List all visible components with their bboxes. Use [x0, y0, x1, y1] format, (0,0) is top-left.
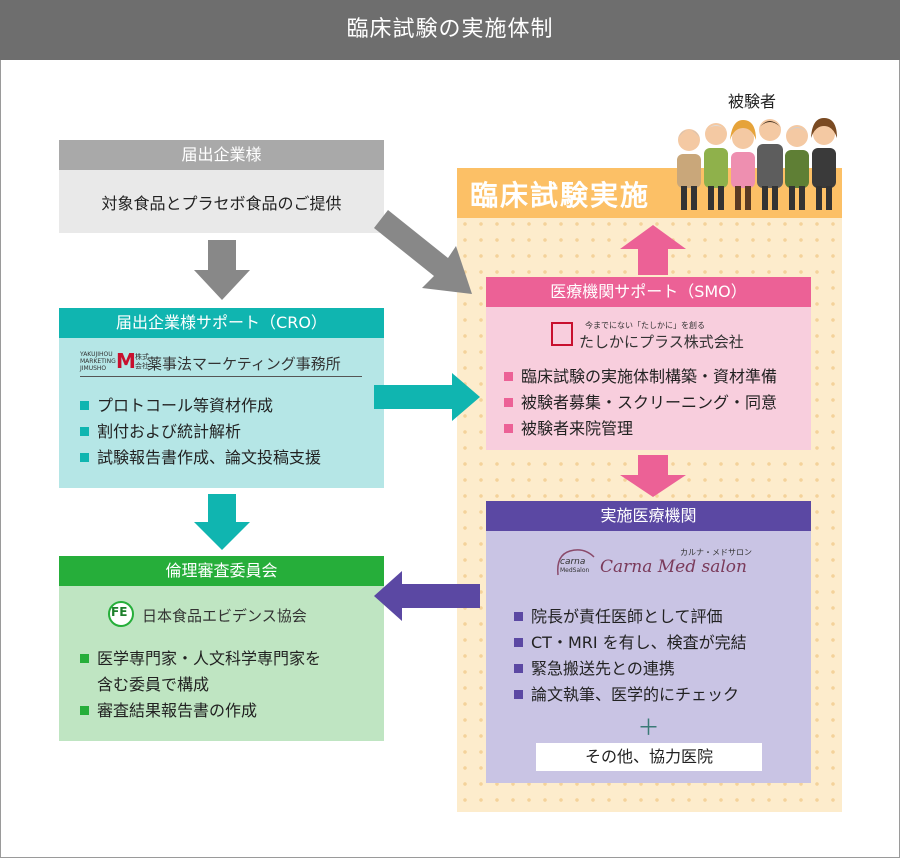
site-header: 実施医療機関	[486, 501, 811, 531]
cro-header: 届出企業様サポート（CRO）	[59, 308, 384, 338]
person-3	[730, 120, 756, 210]
site-item: 論文執筆、医学的にチェック	[514, 682, 747, 708]
site-logo-kana: カルナ・メドサロン	[680, 548, 752, 557]
site-logo-small-2: MedSalon	[560, 567, 590, 574]
bullet-square-icon	[80, 427, 89, 436]
site-other-clinics: その他、協力医院	[536, 743, 762, 771]
smo-body	[486, 307, 811, 450]
page-title: 臨床試験の実施体制	[0, 0, 900, 60]
cro-logo-kaisha-1: 株式	[135, 353, 149, 361]
cro-logo-small-1: YAKUJIHOU	[80, 351, 113, 358]
cro-item: プロトコール等資材作成	[80, 393, 321, 419]
smo-item: 被験者募集・スクリーニング・同意	[504, 390, 777, 416]
cro-logo-small-2: MARKETING	[80, 358, 116, 365]
cro-item: 割付および統計解析	[80, 419, 321, 445]
bullet-square-icon	[80, 401, 89, 410]
ethics-item: 含む委員で構成	[80, 672, 321, 698]
bullet-square-icon	[504, 398, 513, 407]
bullet-square-icon	[80, 706, 89, 715]
bullet-square-icon	[514, 664, 523, 673]
cro-logo-kaisha-2: 会社	[135, 362, 149, 370]
smo-logo-tagline: 今までにない「たしかに」を創る	[585, 321, 705, 330]
sponsor-body	[59, 170, 384, 233]
bullet-square-icon	[514, 638, 523, 647]
subjects-label: 被験者	[728, 92, 777, 111]
cro-list: プロトコール等資材作成 割付および統計解析 試験報告書作成、論文投稿支援	[80, 393, 321, 471]
site-logo-swirl-icon	[557, 549, 595, 576]
cro-logo-mark: M	[116, 349, 136, 373]
person-2	[704, 123, 728, 210]
ethics-logo-name: 日本食品エビデンス協会	[142, 607, 307, 625]
arrow-cro-to-smo	[374, 373, 480, 421]
ethics-item: 審査結果報告書の作成	[80, 698, 321, 724]
bullet-square-icon	[80, 654, 89, 663]
arrow-sponsor-to-trial	[374, 210, 472, 294]
person-4	[757, 119, 783, 210]
person-1	[677, 129, 701, 210]
bullet-square-icon	[504, 372, 513, 381]
smo-item: 臨床試験の実施体制構築・資材準備	[504, 364, 777, 390]
cro-logo-name: 薬事法マーケティング事務所	[147, 355, 341, 373]
clinical-trial-label: 臨床試験実施	[470, 179, 651, 212]
arrow-smo-to-site	[620, 455, 686, 497]
ethics-item: 医学専門家・人文科学専門家を	[80, 646, 321, 672]
person-5	[785, 125, 809, 210]
ethics-logo-mark-text: FE	[111, 605, 128, 619]
cro-item: 試験報告書作成、論文投稿支援	[80, 445, 321, 471]
subjects-people-icon	[677, 118, 837, 210]
site-list: 院長が責任医師として評価 CT・MRI を有し、検査が完結 緊急搬送先との連携 …	[514, 604, 747, 708]
bullet-square-icon	[80, 453, 89, 462]
smo-logo-mark	[551, 322, 573, 346]
arrow-sponsor-to-cro	[194, 240, 250, 300]
cro-logo-small-3: JIMUSHO	[80, 365, 107, 372]
bullet-square-icon	[514, 690, 523, 699]
arrow-site-to-ethics	[374, 571, 480, 621]
site-logo-name: Carna Med salon	[600, 557, 747, 577]
site-item: 院長が責任医師として評価	[514, 604, 747, 630]
ethics-header: 倫理審査委員会	[59, 556, 384, 586]
site-plus-icon: ＋	[637, 716, 660, 741]
ethics-logo-mark	[108, 601, 134, 627]
smo-header: 医療機関サポート（SMO）	[486, 277, 811, 307]
sponsor-header: 届出企業様	[59, 140, 384, 170]
site-body	[486, 531, 811, 783]
bullet-spacer	[80, 680, 89, 689]
arrow-smo-to-trial	[620, 225, 686, 275]
site-item: 緊急搬送先との連携	[514, 656, 747, 682]
cro-logo-underline	[80, 376, 362, 377]
bullet-square-icon	[514, 612, 523, 621]
smo-list: 臨床試験の実施体制構築・資材準備 被験者募集・スクリーニング・同意 被験者来院管…	[504, 364, 777, 442]
ethics-list: 医学専門家・人文科学専門家を 含む委員で構成 審査結果報告書の作成	[80, 646, 321, 724]
arrow-cro-to-ethics	[194, 494, 250, 550]
site-item: CT・MRI を有し、検査が完結	[514, 630, 747, 656]
smo-logo-name: たしかにプラス株式会社	[579, 333, 744, 351]
smo-item: 被験者来院管理	[504, 416, 777, 442]
sponsor-text: 対象食品とプラセボ食品のご提供	[101, 194, 342, 213]
cro-body	[59, 338, 384, 488]
bullet-square-icon	[504, 424, 513, 433]
site-logo-small-1: carna	[560, 557, 586, 567]
person-6	[811, 118, 837, 210]
